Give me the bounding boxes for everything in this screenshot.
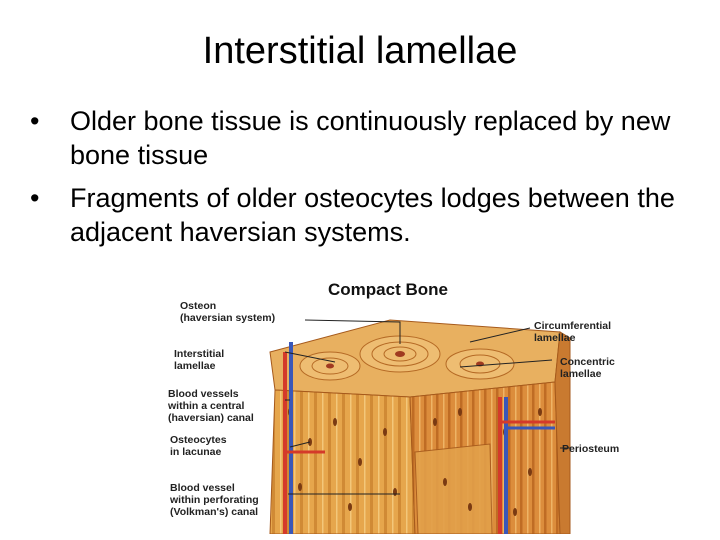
label-interstitial-lamellae: Interstitial lamellae [174,348,224,372]
bullet-text: Older bone tissue is continuously replac… [70,106,671,170]
label-line: within a central [168,400,245,412]
label-concentric-lamellae: Concentric lamellae [560,356,615,380]
label-line: within perforating [170,494,259,506]
bullet-list: • Older bone tissue is continuously repl… [30,104,700,258]
label-blood-vessels-central-canal: Blood vessels within a central (haversia… [168,388,254,424]
bullet-dot: • [30,106,40,136]
label-line: in lacunae [170,446,222,458]
label-line: (haversian) canal [168,412,254,424]
compact-bone-figure: Compact Bone Osteon (haversian system) I… [160,272,640,534]
label-line: (Volkman's) canal [170,506,259,518]
label-osteon: Osteon (haversian system) [180,300,275,324]
label-periosteum: Periosteum [562,443,619,455]
bullet-text: Fragments of older osteocytes lodges bet… [70,183,675,247]
label-line: Osteon [180,300,217,312]
label-line: Osteocytes [170,434,227,446]
bullet-dot: • [30,183,40,213]
label-perforating-canal: Blood vessel within perforating (Volkman… [170,482,259,518]
slide-title: Interstitial lamellae [202,30,518,72]
label-circumferential-lamellae: Circumferential lamellae [534,320,611,344]
label-line: lamellae [534,332,576,344]
label-line: Periosteum [562,443,620,455]
compact-bone-illustration [269,319,571,534]
label-osteocytes: Osteocytes in lacunae [170,434,227,458]
figure-title: Compact Bone [328,280,448,299]
label-line: (haversian system) [180,312,276,324]
label-line: lamellae [560,368,602,380]
bullet-item: • Fragments of older osteocytes lodges b… [30,181,700,249]
label-line: Concentric [560,356,615,368]
label-line: Blood vessels [168,388,239,400]
label-line: Circumferential [534,320,612,332]
bullet-item: • Older bone tissue is continuously repl… [30,104,700,172]
label-line: Blood vessel [170,482,235,494]
label-line: lamellae [174,360,216,372]
label-line: Interstitial [174,348,225,360]
